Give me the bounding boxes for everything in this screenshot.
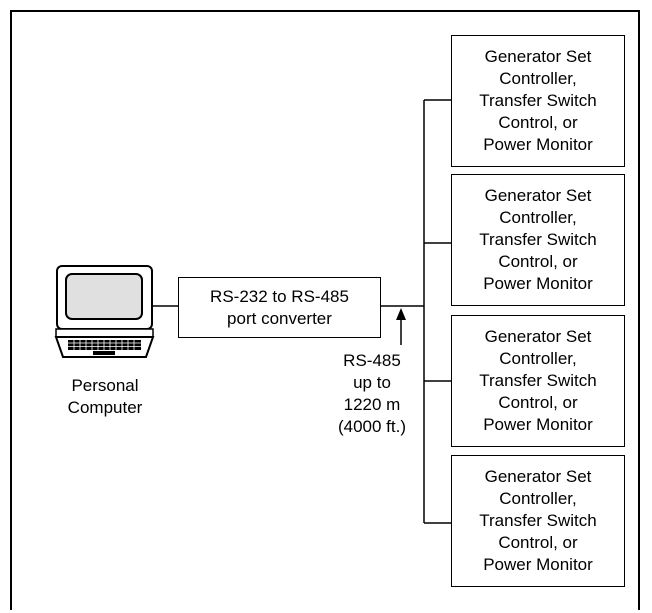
device-box-2: Generator Set Controller, Transfer Switc… — [451, 174, 625, 306]
device-label-line: Generator Set — [484, 327, 592, 346]
bus-label-line: up to — [353, 373, 391, 392]
bus-label-line: 1220 m — [343, 395, 401, 414]
diagram-frame — [10, 10, 640, 610]
rs485-distance-label: RS-485 up to 1220 m (4000 ft.) — [326, 350, 418, 438]
bus-arrow-head — [396, 308, 406, 320]
device-label-line: Controller, — [499, 208, 577, 227]
device-label-line: Generator Set — [484, 186, 592, 205]
computer-label-line: Personal — [71, 376, 139, 395]
device-label-line: Power Monitor — [483, 555, 593, 574]
device-label-line: Transfer Switch — [479, 371, 597, 390]
device-label-line: Power Monitor — [483, 415, 593, 434]
device-label-line: Controller, — [499, 489, 577, 508]
device-label-line: Generator Set — [484, 47, 592, 66]
device-label-line: Generator Set — [484, 467, 592, 486]
device-label-line: Transfer Switch — [479, 91, 597, 110]
device-label-line: Transfer Switch — [479, 230, 597, 249]
device-label-line: Controller, — [499, 349, 577, 368]
device-box-4: Generator Set Controller, Transfer Switc… — [451, 455, 625, 587]
converter-label-line: RS-232 to RS-485 — [210, 286, 349, 306]
port-converter-box: RS-232 to RS-485 port converter — [178, 277, 381, 338]
device-label-line: Power Monitor — [483, 274, 593, 293]
computer-label-line: Computer — [67, 398, 143, 417]
device-box-1: Generator Set Controller, Transfer Switc… — [451, 35, 625, 167]
device-label-line: Transfer Switch — [479, 511, 597, 530]
device-label-line: Control, or — [498, 533, 578, 552]
device-box-3: Generator Set Controller, Transfer Switc… — [451, 315, 625, 447]
bus-label-line: (4000 ft.) — [337, 417, 407, 436]
converter-label-line: port converter — [227, 308, 332, 328]
device-label-line: Controller, — [499, 69, 577, 88]
bus-label-line: RS-485 — [343, 351, 401, 370]
personal-computer-icon — [54, 265, 155, 358]
device-label-line: Control, or — [498, 113, 578, 132]
device-label-line: Control, or — [498, 393, 578, 412]
device-label-line: Control, or — [498, 252, 578, 271]
device-label-line: Power Monitor — [483, 135, 593, 154]
computer-label: Personal Computer — [50, 375, 160, 419]
